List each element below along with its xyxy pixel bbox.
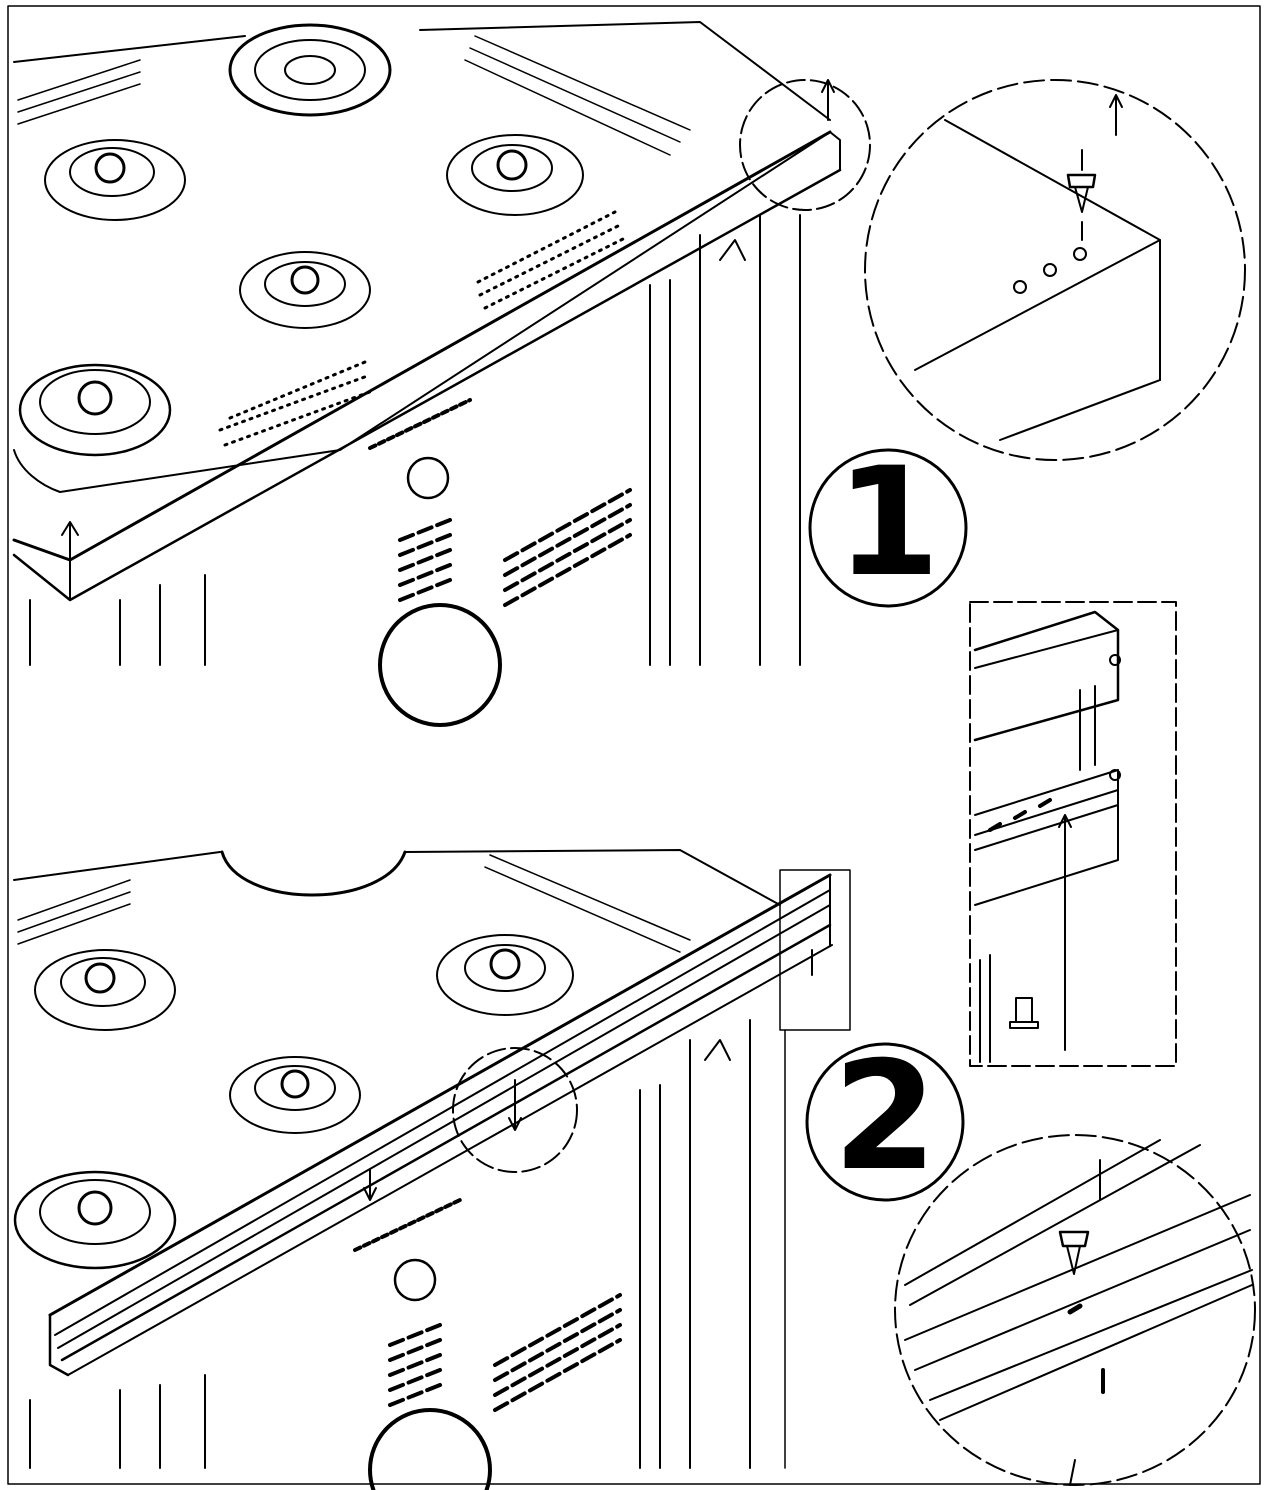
- cabinet-vent: [398, 488, 632, 607]
- step-2-number: 2: [832, 1030, 938, 1204]
- step-1-number: 1: [835, 436, 941, 610]
- burner: [446, 134, 584, 216]
- burner: [34, 949, 176, 1031]
- step-1-detail: [864, 79, 1246, 461]
- burner: [228, 23, 392, 117]
- step-1-circle: [808, 448, 968, 608]
- diagram-frame: [7, 5, 1261, 1485]
- burner: [220, 850, 407, 897]
- burner: [239, 251, 371, 329]
- step-2-main-view: [13, 849, 851, 1490]
- burner: [18, 363, 172, 457]
- burner: [44, 139, 186, 221]
- step-1-main-view: [12, 21, 871, 727]
- burner: [436, 934, 574, 1016]
- vent-grille: [218, 210, 627, 447]
- step-2-circle: [805, 1042, 965, 1202]
- step-2-rect-detail: [969, 601, 1177, 1067]
- cabinet-vent: [388, 1293, 622, 1412]
- step-2-circle-detail: [894, 1134, 1256, 1486]
- burner: [229, 1056, 361, 1134]
- burner: [13, 1170, 177, 1270]
